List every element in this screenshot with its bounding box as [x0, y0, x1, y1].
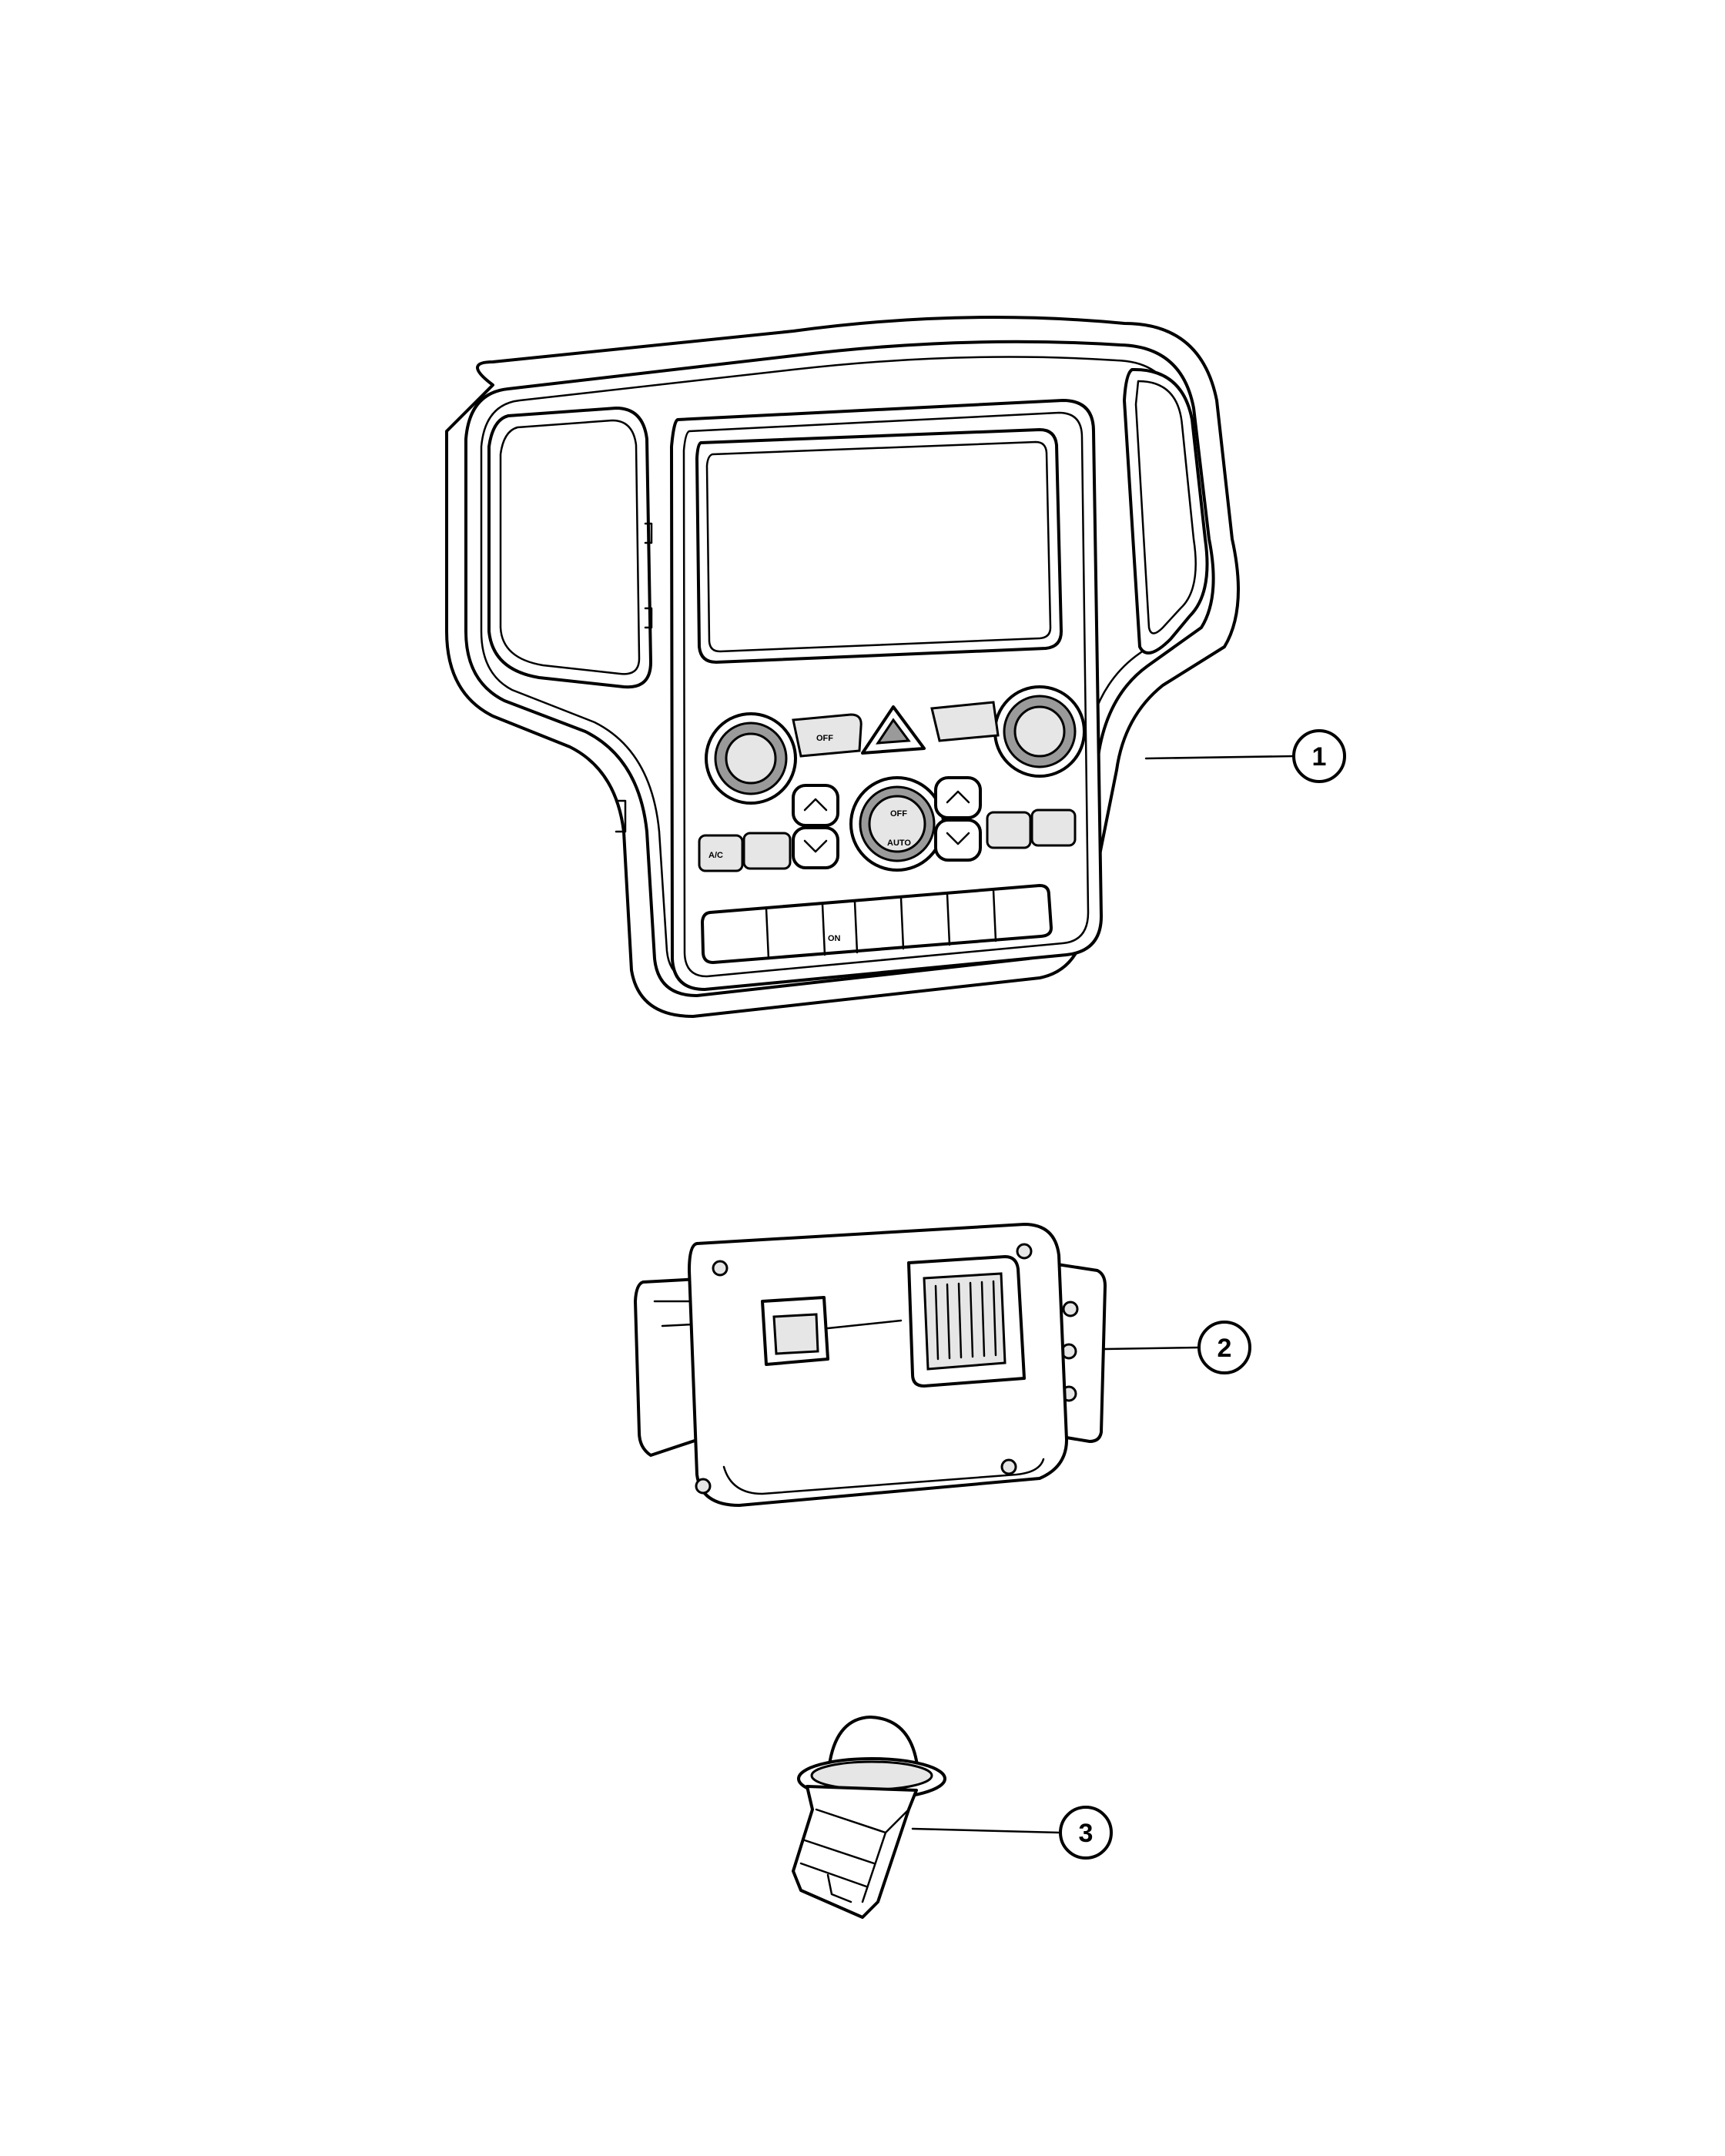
- on-label: ON: [828, 934, 841, 943]
- callout-2: 2: [1197, 1321, 1251, 1374]
- hvac-controls: OFF AUTO OFF A/C: [698, 685, 1086, 964]
- off-label: OFF: [890, 809, 907, 819]
- callout-1: 1: [1292, 729, 1346, 783]
- callout-3-label: 3: [1079, 1819, 1094, 1848]
- control-module: [634, 1223, 1107, 1507]
- callout-2-label: 2: [1218, 1334, 1232, 1363]
- callout-3: 3: [1059, 1806, 1113, 1860]
- leader-line-3: [911, 1827, 1061, 1834]
- leader-line-1: [1144, 755, 1295, 760]
- leader-line-2: [1104, 1346, 1201, 1351]
- control-panel-bezel: OFF AUTO OFF A/C: [445, 316, 1240, 1018]
- auto-label: AUTO: [887, 839, 911, 848]
- power-off-label: OFF: [816, 734, 833, 743]
- callout-1-label: 1: [1312, 742, 1327, 772]
- sensor: [792, 1716, 946, 1919]
- ac-label: A/C: [708, 851, 723, 860]
